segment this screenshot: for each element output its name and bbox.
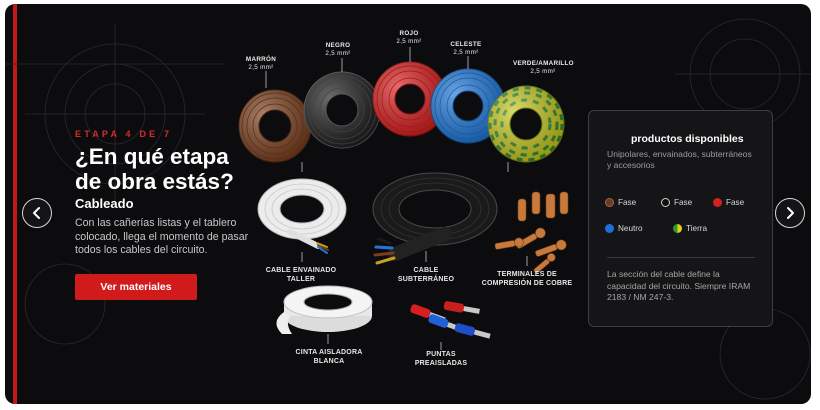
green-yellow-dot-icon: [673, 224, 682, 233]
legend-neutro: Neutro: [605, 224, 643, 233]
black-dot-icon: [661, 198, 670, 207]
view-materials-button[interactable]: Ver materiales: [75, 274, 197, 300]
roll-celeste: [430, 68, 506, 144]
panel-note: La sección del cable define la capacidad…: [607, 269, 751, 302]
insulating-tape: [276, 285, 373, 334]
products-panel: productos disponibles Unipolares, envain…: [588, 110, 773, 327]
roll-verde-amarillo: [487, 85, 565, 163]
panel-divider: [607, 257, 755, 258]
taller-cable-roll: [257, 178, 347, 254]
hero-slide: ETAPA 4 DE 7 ¿En qué etapa de obra estás…: [5, 4, 811, 404]
insulated-ferrules: [410, 301, 491, 339]
blueprint-decoration: [5, 18, 811, 400]
panel-subtitle: Unipolares, envainados, subterráneos y a…: [607, 149, 752, 170]
legend-tierra: Tierra: [673, 224, 707, 233]
next-slide-button[interactable]: [775, 198, 805, 228]
stage-description: Con las cañerías listas y el tablero col…: [75, 217, 249, 256]
title-line-1: ¿En qué etapa: [75, 144, 229, 169]
copper-terminals: [494, 191, 569, 274]
legend-fase-rojo: Fase: [713, 198, 744, 207]
roll-negro: [303, 71, 381, 149]
blue-dot-icon: [605, 224, 614, 233]
panel-title: productos disponibles: [631, 133, 744, 145]
page-title: ¿En qué etapa de obra estás?: [75, 144, 234, 194]
legend-fase-marron: Fase: [605, 198, 636, 207]
prev-slide-button[interactable]: [22, 198, 52, 228]
roll-marron: [238, 89, 312, 163]
chevron-right-icon: [787, 207, 794, 219]
stage-name: Cableado: [75, 196, 134, 211]
cable-products-illustration: [238, 47, 569, 350]
roll-rojo: [372, 61, 448, 137]
brown-dot-icon: [605, 198, 614, 207]
stage-indicator: ETAPA 4 DE 7: [75, 129, 173, 139]
chevron-left-icon: [33, 207, 40, 219]
subterraneo-cable-roll: [372, 172, 498, 265]
legend-fase-negro: Fase: [661, 198, 692, 207]
accent-bar: [13, 4, 17, 404]
red-dot-icon: [713, 198, 722, 207]
title-line-2: de obra estás?: [75, 169, 234, 194]
